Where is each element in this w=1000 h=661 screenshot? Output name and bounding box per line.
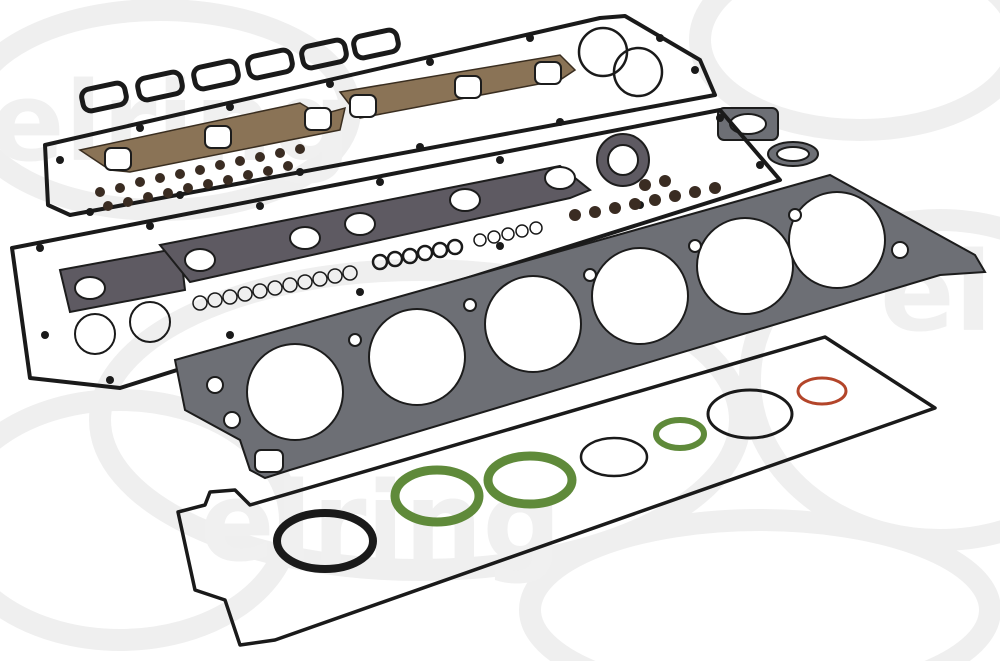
intake-gaskets [79, 27, 401, 114]
watermark-text-2: elring [200, 458, 561, 586]
gray-manifold-plates [58, 133, 650, 314]
valve-cover-gasket-3 [176, 335, 937, 647]
valve-stem-seals [95, 144, 305, 211]
round-flange-gaskets [577, 26, 819, 167]
o-rings [74, 175, 721, 355]
exhaust-manifold-gaskets [78, 54, 577, 173]
cylinder-head-gasket [173, 173, 987, 480]
valve-cover-gasket-1 [43, 14, 717, 217]
seal-rings [273, 376, 848, 573]
